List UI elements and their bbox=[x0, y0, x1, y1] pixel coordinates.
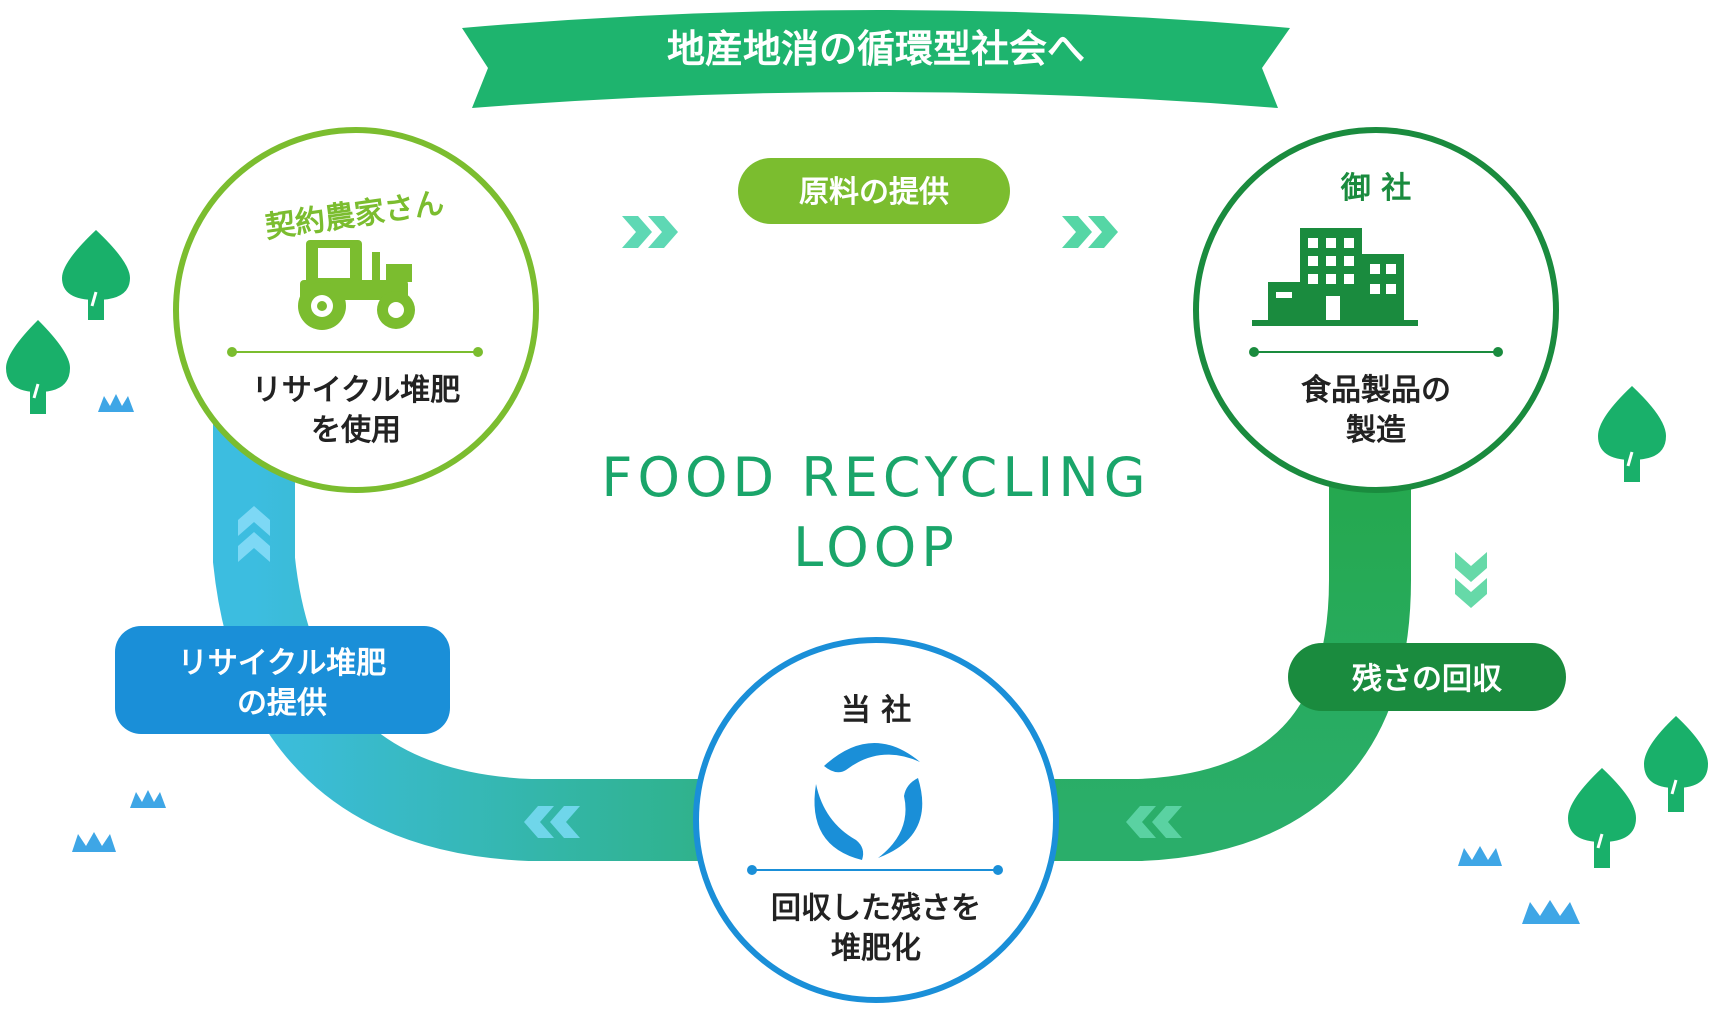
center-title-line1: FOOD RECYCLING bbox=[601, 446, 1150, 509]
grass-icon bbox=[72, 832, 116, 852]
grass-icon bbox=[130, 790, 166, 808]
flow-label-right: 残さの回収 bbox=[1288, 643, 1566, 711]
tree-icon bbox=[1644, 716, 1708, 812]
arrow-chevron-icon bbox=[524, 806, 580, 838]
tree-icon bbox=[1568, 768, 1636, 868]
node-farmer-caption-2: を使用 bbox=[311, 413, 401, 448]
divider bbox=[747, 865, 1003, 875]
node-self-title: 当 社 bbox=[841, 693, 911, 728]
node-self-caption-2: 堆肥化 bbox=[831, 931, 921, 966]
tractor-icon bbox=[298, 240, 415, 330]
banner-ribbon: 地産地消の循環型社会へ bbox=[462, 10, 1290, 108]
flow-label-top: 原料の提供 bbox=[738, 158, 1010, 224]
divider bbox=[1249, 347, 1503, 357]
node-farmer: 契約農家さん リサイクル堆肥 を使用 bbox=[173, 127, 539, 493]
arrow-chevron-icon bbox=[238, 506, 270, 562]
node-client: 御 社 食品製品の 製造 bbox=[1193, 127, 1559, 493]
grass-icon bbox=[98, 394, 134, 412]
arrow-chevron-icon bbox=[1062, 216, 1118, 248]
building-icon bbox=[1252, 228, 1418, 326]
tree-icon bbox=[1598, 386, 1666, 482]
arrow-chevron-icon bbox=[622, 216, 678, 248]
flow-label-top-text: 原料の提供 bbox=[799, 175, 949, 210]
tree-icon bbox=[62, 230, 130, 320]
banner-title: 地産地消の循環型社会へ bbox=[667, 27, 1085, 71]
flow-label-left: リサイクル堆肥 の提供 bbox=[115, 626, 450, 734]
center-title-line2: LOOP bbox=[793, 516, 959, 579]
tree-icon bbox=[6, 320, 70, 414]
node-client-caption-2: 製造 bbox=[1346, 413, 1406, 448]
flow-label-left-text-1: リサイクル堆肥 bbox=[178, 646, 387, 681]
divider bbox=[227, 347, 483, 357]
grass-icon bbox=[1458, 846, 1502, 866]
leaf-cycle-icon bbox=[814, 742, 923, 860]
flow-label-left-text-2: の提供 bbox=[237, 686, 327, 721]
node-self-caption-1: 回収した残さを bbox=[771, 891, 981, 926]
flow-label-right-text: 残さの回収 bbox=[1352, 662, 1503, 697]
node-farmer-caption-1: リサイクル堆肥 bbox=[252, 373, 461, 408]
node-self: 当 社 回収した残さを 堆肥化 bbox=[693, 637, 1059, 1003]
arrow-chevron-icon bbox=[1455, 552, 1487, 608]
node-client-title: 御 社 bbox=[1340, 171, 1411, 206]
grass-icon bbox=[1522, 900, 1580, 924]
arrow-chevron-icon bbox=[1126, 806, 1182, 838]
node-client-caption-1: 食品製品の bbox=[1301, 373, 1451, 408]
